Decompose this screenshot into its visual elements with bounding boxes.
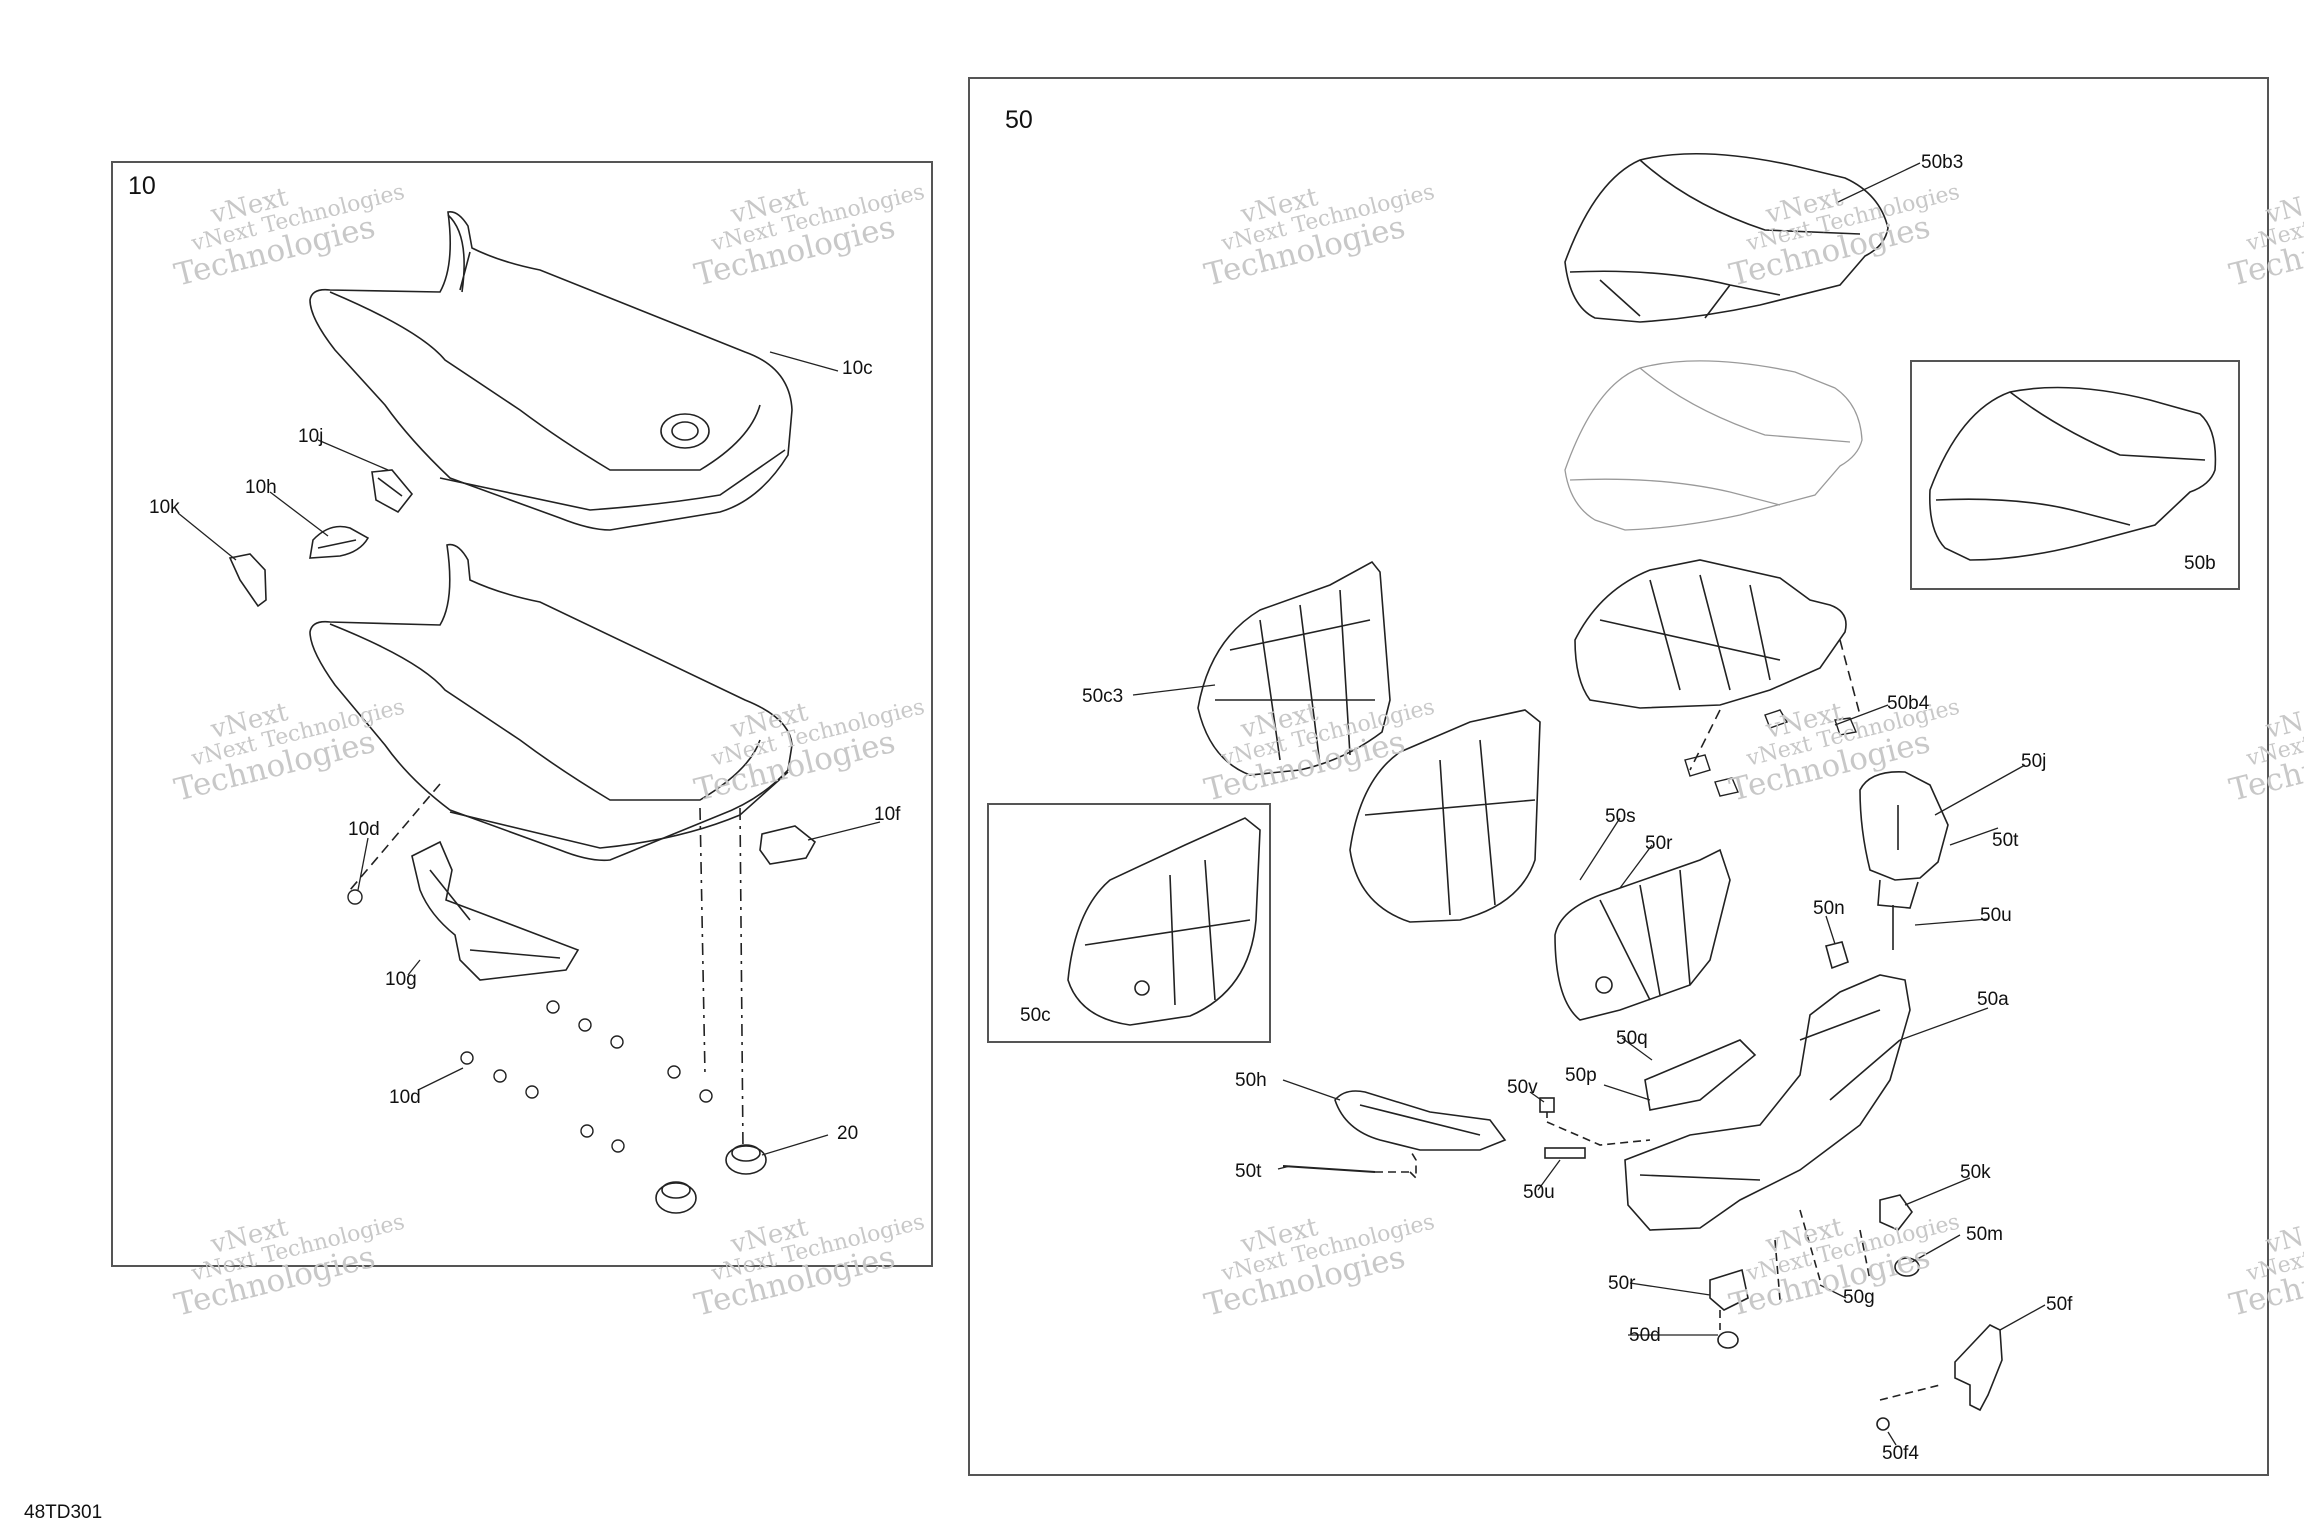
callout-50u-bottom: 50u (1523, 1182, 1555, 1203)
backrest-part (1349, 709, 1541, 923)
callout-50b3: 50b3 (1921, 152, 1964, 173)
callout-10k: 10k (149, 497, 180, 518)
callout-50u-top: 50u (1980, 905, 2012, 926)
callout-50t-top: 50t (1992, 830, 2019, 851)
callout-50q: 50q (1616, 1028, 1648, 1049)
screw-50f4-part (1876, 1417, 1890, 1431)
callout-50t-bottom: 50t (1235, 1161, 1262, 1182)
callout-50d: 50d (1629, 1325, 1661, 1346)
clip-10j-part (371, 469, 414, 514)
callout-50g: 50g (1843, 1287, 1875, 1308)
bracket-10h-part (309, 525, 370, 559)
heat-shield-10g-part (411, 840, 580, 981)
callout-10d-bottom: 10d (389, 1087, 421, 1108)
inset-50c-frame (987, 803, 1271, 1043)
callout-50c3: 50c3 (1082, 686, 1124, 707)
backrest-cover-50c3-part (1197, 560, 1391, 776)
bracket-50d-part (1709, 1268, 1749, 1349)
inset-50b-frame (1910, 360, 2240, 590)
callout-10f: 10f (874, 804, 901, 825)
callout-50k: 50k (1960, 1162, 1991, 1183)
frame-50a-part (1624, 974, 1911, 1231)
clip-50n-part (1825, 941, 1849, 970)
callout-20: 20 (837, 1123, 859, 1144)
bracket-50q-part (1644, 1039, 1757, 1111)
latch-10f-part (759, 825, 817, 865)
seat-cover-10c-part (309, 210, 793, 531)
grommet-50m-part (1894, 1257, 1920, 1277)
callout-50b4: 50b4 (1887, 693, 1930, 714)
inset-50c-label: 50c (1020, 1005, 1051, 1026)
seat-frame-part (1574, 559, 1847, 709)
panel-50-frame (968, 77, 2269, 1476)
callout-50h: 50h (1235, 1070, 1267, 1091)
seat-50b-inset-part (1928, 386, 2217, 561)
callout-50j: 50j (2021, 751, 2047, 772)
grommets-10d-part (347, 889, 713, 1153)
knob-part (655, 1181, 697, 1214)
knob-20-part (725, 1144, 767, 1175)
callout-50f: 50f (2046, 1294, 2073, 1315)
callout-10c: 10c (842, 358, 873, 379)
panel-50-heading: 50 (1005, 106, 1033, 134)
seat-base-10-part (309, 543, 793, 891)
bracket-50k-part (1879, 1194, 1913, 1231)
callout-50v: 50v (1507, 1077, 1538, 1098)
panel-10-frame (111, 161, 933, 1267)
inset-50b-label: 50b (2184, 553, 2216, 574)
clip-10k-part (228, 553, 267, 608)
callout-50f4: 50f4 (1882, 1443, 1919, 1464)
spacer-50u-part (1544, 1147, 1586, 1159)
callout-50a: 50a (1977, 989, 2009, 1010)
pin-50v-part (1539, 1097, 1651, 1146)
diagram-code: 48TD301 (24, 1502, 103, 1523)
callout-50s: 50s (1605, 806, 1636, 827)
panel-10-heading: 10 (128, 172, 156, 200)
callout-50m: 50m (1966, 1224, 2003, 1245)
clips-50b4-part (1684, 709, 1857, 797)
callout-50r-top: 50r (1645, 833, 1673, 854)
callout-50n: 50n (1813, 898, 1845, 919)
callout-50r-bottom: 50r (1608, 1273, 1636, 1294)
seat-ghost-part (1564, 360, 1863, 531)
grab-handle-50j-part (1859, 771, 1949, 950)
backrest-frame-part (1554, 848, 1731, 1021)
handle-50h-part (1334, 1090, 1507, 1151)
backrest-50c-inset-part (1067, 817, 1261, 1026)
callout-10h: 10h (245, 477, 277, 498)
callout-10g: 10g (385, 969, 417, 990)
callout-10j: 10j (298, 426, 324, 447)
callout-50p: 50p (1565, 1065, 1597, 1086)
seat-cover-50b3-part (1564, 152, 1889, 323)
latch-50f-part (1879, 1324, 2003, 1412)
callout-10d-top: 10d (348, 819, 380, 840)
leader-lines (177, 162, 2046, 1446)
